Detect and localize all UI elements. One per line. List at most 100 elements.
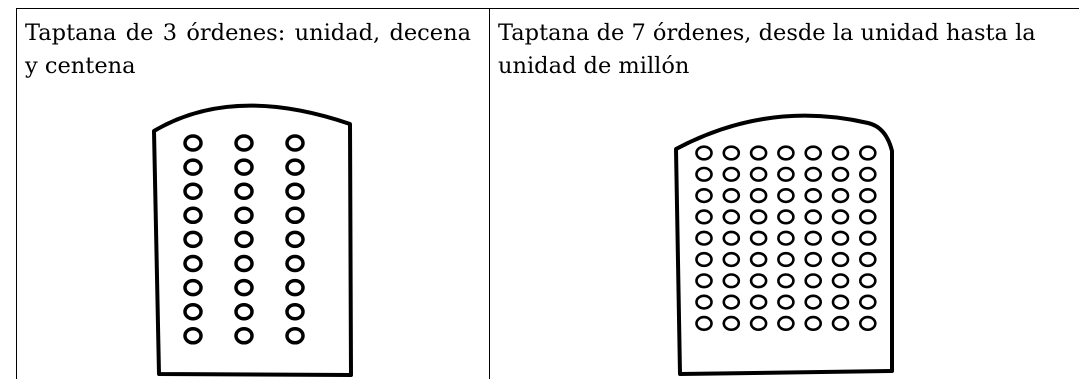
taptana-hole bbox=[858, 188, 877, 204]
taptana-hole bbox=[695, 230, 713, 246]
taptana-hole bbox=[749, 188, 768, 204]
taptana-hole bbox=[777, 166, 795, 182]
taptana-hole bbox=[858, 315, 877, 332]
taptana-hole bbox=[831, 294, 850, 310]
taptana-hole bbox=[285, 278, 305, 297]
taptana-hole bbox=[777, 230, 795, 246]
taptana-hole bbox=[695, 188, 713, 204]
taptana-hole bbox=[777, 273, 795, 289]
taptana-hole bbox=[285, 254, 305, 273]
taptana-hole bbox=[285, 206, 305, 225]
taptana-hole bbox=[749, 145, 768, 161]
taptana-hole bbox=[285, 230, 305, 249]
taptana-hole bbox=[858, 294, 877, 310]
taptana-hole bbox=[777, 209, 795, 225]
taptana-hole bbox=[831, 145, 850, 161]
taptana-hole bbox=[749, 273, 768, 289]
taptana-hole bbox=[234, 182, 254, 200]
taptana-board-outline bbox=[152, 103, 353, 377]
taptana-hole bbox=[858, 209, 877, 225]
taptana-hole bbox=[749, 315, 768, 332]
taptana-hole bbox=[234, 206, 254, 225]
taptana-hole bbox=[183, 230, 203, 249]
table-cell-three-orders: Taptana de 3 órdenes: unidad, decena y c… bbox=[17, 9, 489, 379]
taptana-hole bbox=[234, 230, 254, 249]
taptana-hole bbox=[183, 206, 203, 225]
taptana-hole bbox=[804, 315, 823, 332]
taptana-hole bbox=[234, 158, 254, 176]
taptana-hole bbox=[722, 315, 741, 332]
taptana-hole bbox=[234, 327, 254, 345]
taptana-hole bbox=[695, 294, 713, 310]
cell-caption: Taptana de 3 órdenes: unidad, decena y c… bbox=[25, 20, 471, 79]
taptana-hole bbox=[695, 209, 713, 225]
taptana-hole bbox=[183, 182, 203, 200]
table-top-border bbox=[16, 8, 1079, 9]
taptana-hole bbox=[777, 315, 795, 332]
taptana-hole bbox=[804, 251, 823, 268]
taptana-hole bbox=[695, 145, 713, 161]
taptana-hole bbox=[804, 145, 823, 161]
taptana-hole bbox=[804, 273, 823, 289]
taptana-hole bbox=[722, 145, 741, 161]
taptana-hole bbox=[804, 230, 823, 246]
taptana-hole bbox=[749, 230, 768, 246]
taptana-hole bbox=[749, 251, 768, 268]
taptana-hole bbox=[804, 188, 823, 204]
taptana-hole bbox=[722, 273, 741, 289]
taptana-hole bbox=[831, 273, 850, 289]
taptana-hole bbox=[777, 251, 795, 268]
taptana-board-outline bbox=[674, 113, 894, 376]
taptana-hole bbox=[183, 302, 203, 321]
taptana-hole bbox=[183, 254, 203, 273]
taptana-hole bbox=[722, 188, 741, 204]
cell-caption: Taptana de 7 órdenes, desde la unidad ha… bbox=[498, 20, 1036, 79]
taptana-hole bbox=[285, 134, 305, 152]
taptana-hole bbox=[804, 209, 823, 225]
taptana-hole bbox=[858, 145, 877, 161]
table-left-border bbox=[16, 8, 17, 379]
table-column-divider bbox=[489, 8, 490, 379]
taptana-hole bbox=[858, 251, 877, 268]
taptana-hole bbox=[722, 166, 741, 182]
taptana-hole bbox=[695, 251, 713, 268]
taptana-hole bbox=[831, 315, 850, 332]
taptana-three-orders-drawing bbox=[152, 103, 353, 377]
taptana-hole bbox=[234, 254, 254, 273]
taptana-hole bbox=[285, 302, 305, 321]
taptana-hole bbox=[858, 230, 877, 246]
taptana-hole bbox=[183, 134, 203, 152]
taptana-hole bbox=[777, 188, 795, 204]
taptana-hole bbox=[722, 251, 741, 268]
taptana-seven-orders-drawing bbox=[674, 113, 894, 376]
taptana-hole bbox=[831, 209, 850, 225]
taptana-hole bbox=[831, 230, 850, 246]
taptana-hole bbox=[804, 294, 823, 310]
taptana-hole bbox=[285, 182, 305, 200]
taptana-hole bbox=[285, 327, 305, 345]
taptana-hole bbox=[749, 209, 768, 225]
taptana-hole bbox=[777, 145, 795, 161]
taptana-hole bbox=[285, 158, 305, 176]
table-cell-seven-orders: Taptana de 7 órdenes, desde la unidad ha… bbox=[490, 9, 1079, 379]
taptana-hole bbox=[234, 134, 254, 152]
taptana-hole bbox=[777, 294, 795, 310]
taptana-hole bbox=[804, 166, 823, 182]
taptana-hole bbox=[183, 278, 203, 297]
taptana-hole bbox=[722, 230, 741, 246]
taptana-hole bbox=[858, 166, 877, 182]
taptana-hole bbox=[722, 294, 741, 310]
taptana-hole bbox=[749, 294, 768, 310]
taptana-hole-grid bbox=[695, 145, 877, 332]
taptana-hole bbox=[234, 302, 254, 321]
taptana-hole-grid bbox=[183, 134, 305, 345]
taptana-hole bbox=[695, 273, 713, 289]
taptana-hole bbox=[722, 209, 741, 225]
taptana-hole bbox=[831, 166, 850, 182]
taptana-hole bbox=[695, 315, 713, 332]
taptana-hole bbox=[831, 251, 850, 268]
taptana-hole bbox=[695, 166, 713, 182]
taptana-hole bbox=[749, 166, 768, 182]
taptana-hole bbox=[858, 273, 877, 289]
